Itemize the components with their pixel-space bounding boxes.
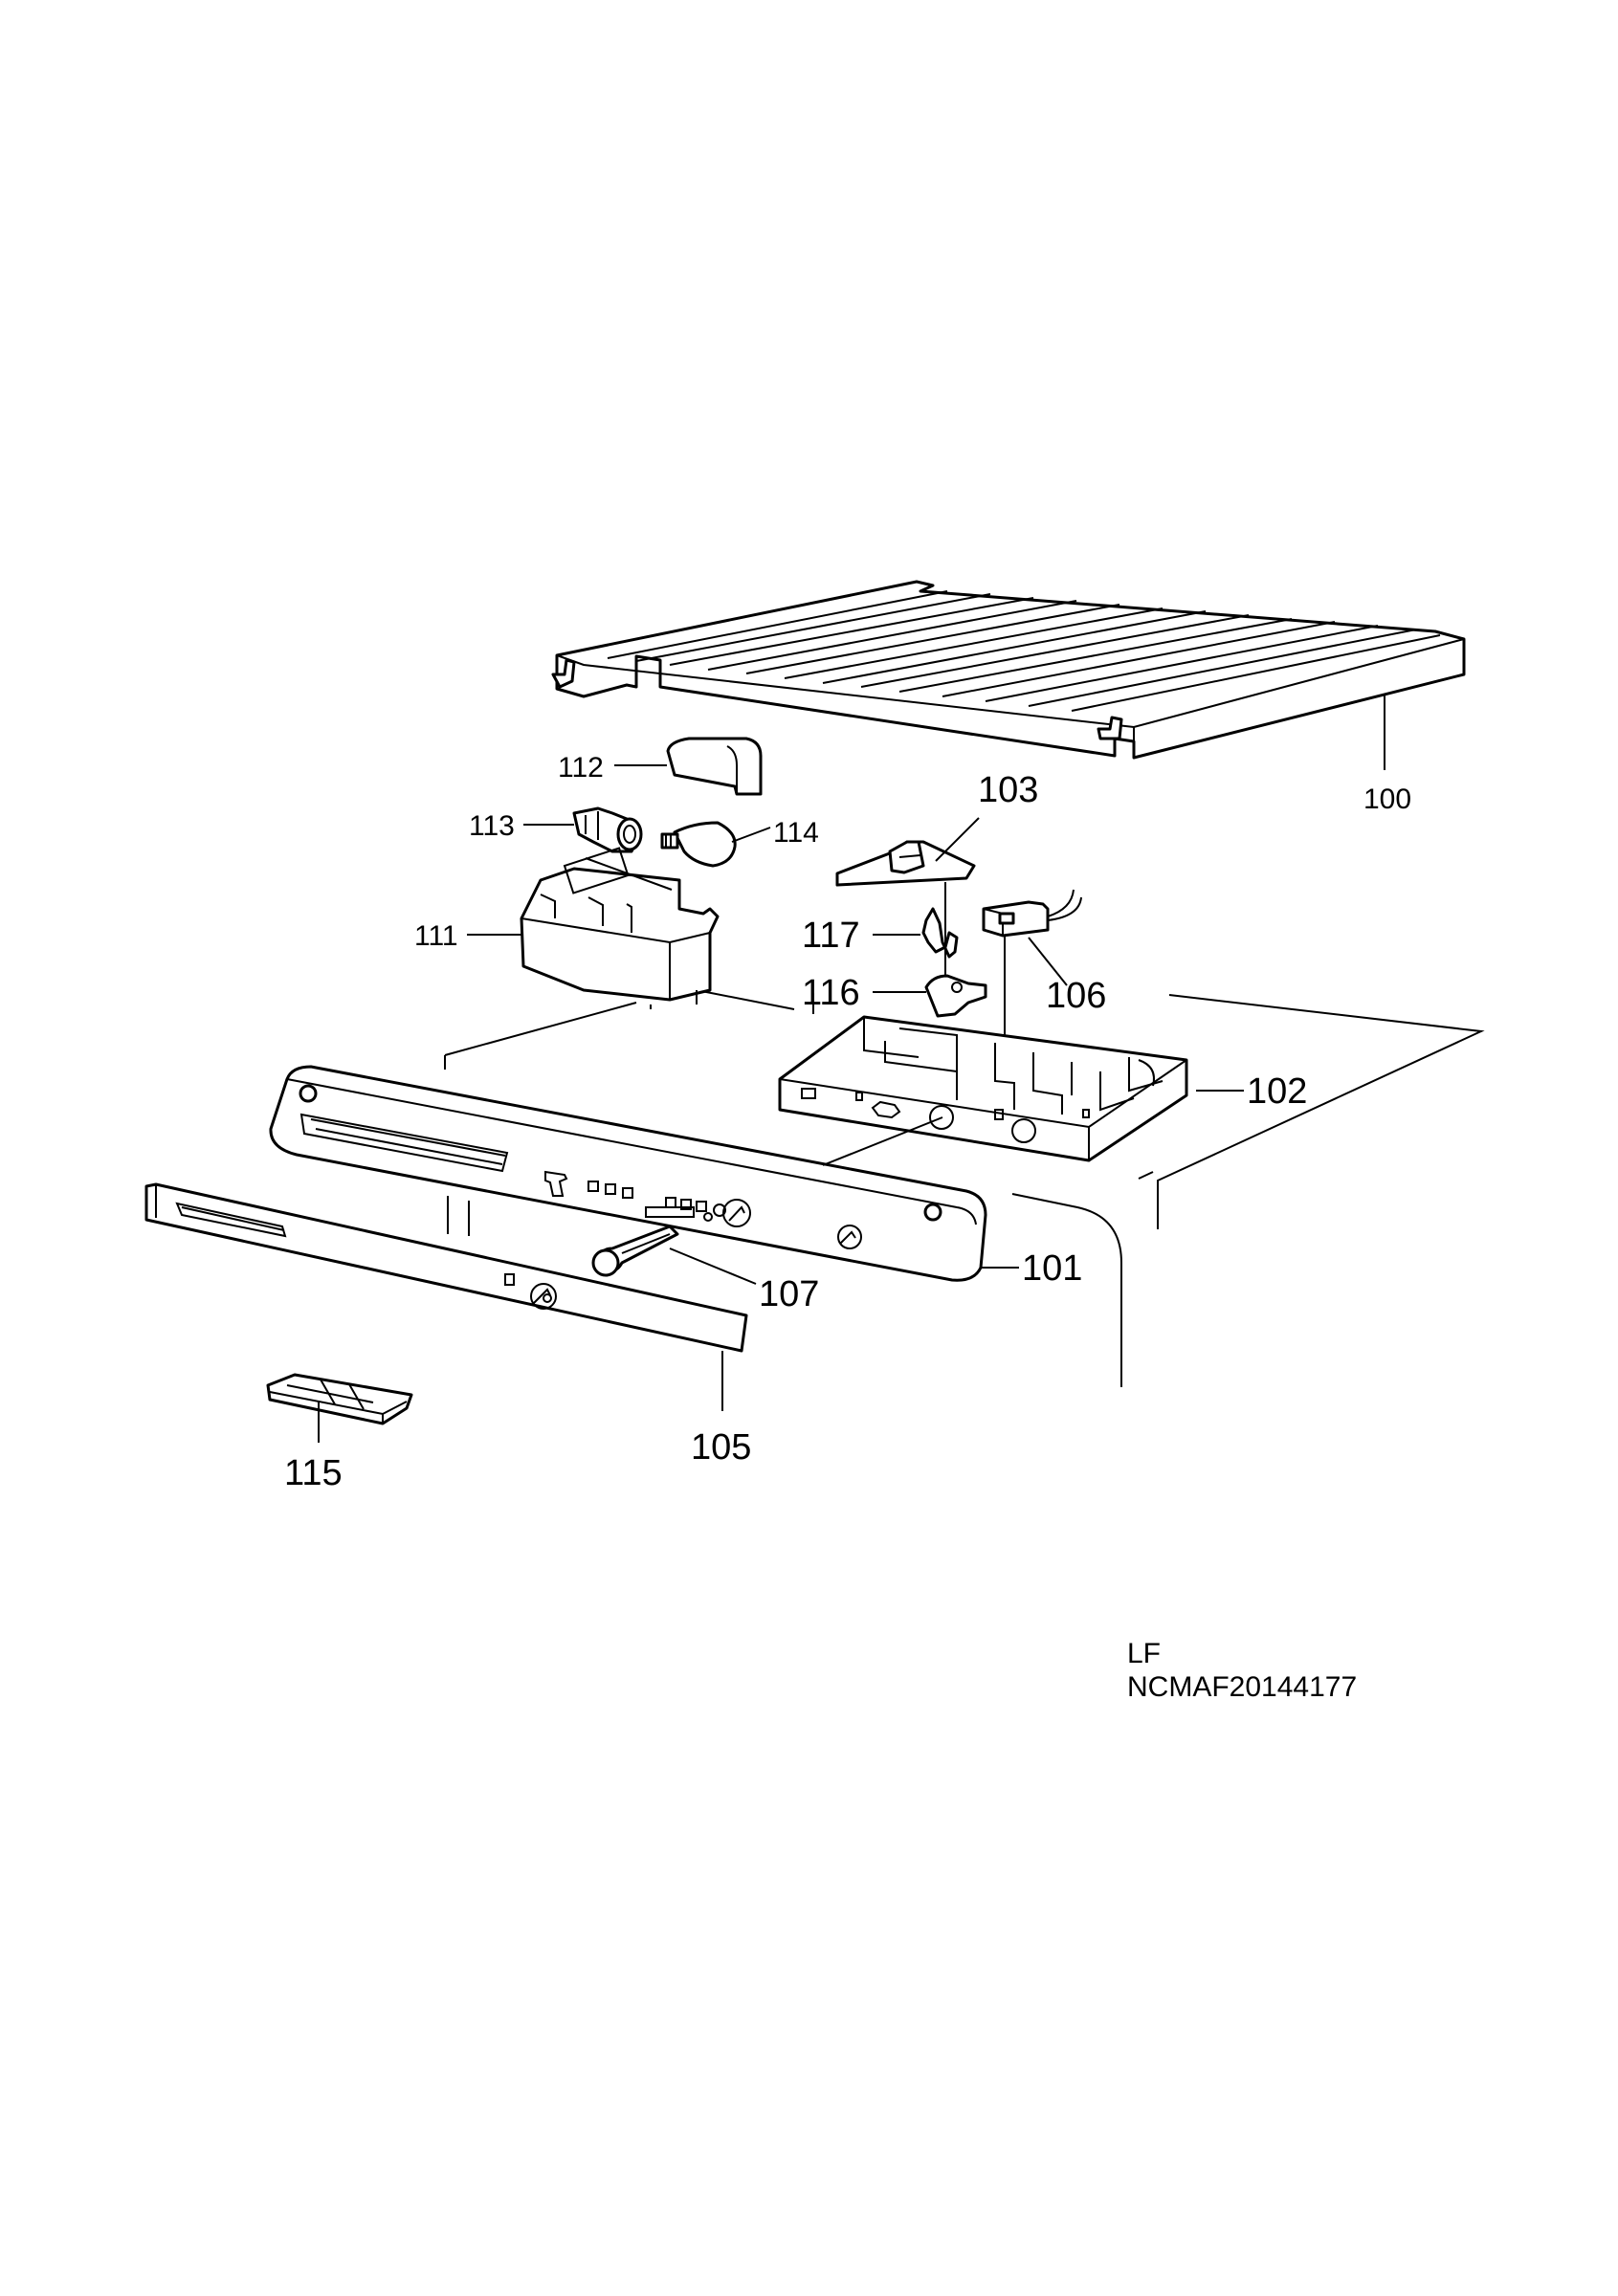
label-111: 111 [414,920,458,952]
label-114: 114 [773,817,819,849]
label-106: 106 [1046,976,1106,1016]
footer-code-line2: NCMAF20144177 [1127,1671,1357,1703]
part-111-lamp-housing [520,847,720,1002]
label-113: 113 [469,810,515,842]
part-113-lamp-holder [572,806,643,853]
label-107: 107 [759,1274,819,1314]
label-112: 112 [558,752,604,784]
label-117: 117 [802,916,860,956]
label-100: 100 [1363,784,1411,815]
label-105: 105 [691,1427,751,1468]
label-116: 116 [802,973,860,1013]
diagram-footer: LF NCMAF20144177 [1127,1638,1357,1703]
part-107-knob [591,1225,679,1277]
cabinet-outline [444,989,1485,1387]
label-103: 103 [978,770,1038,810]
part-116-connector [924,974,987,1018]
part-112-lamp-cover [666,737,763,796]
label-102: 102 [1247,1071,1307,1112]
part-115-grille [266,1373,413,1425]
part-105-trim-strip [144,1182,748,1353]
part-117-clip [921,907,959,959]
footer-code-line1: LF [1127,1638,1161,1669]
part-106-switch [982,889,1082,938]
label-101: 101 [1022,1248,1082,1289]
label-115: 115 [284,1453,343,1493]
part-100-top-cover [551,580,1466,760]
part-114-bulb [660,821,737,868]
part-102-control-box [778,1015,1188,1162]
part-103-bracket [835,840,976,887]
part-labels: 100 112 113 114 103 111 117 116 106 102 … [284,752,1411,1493]
